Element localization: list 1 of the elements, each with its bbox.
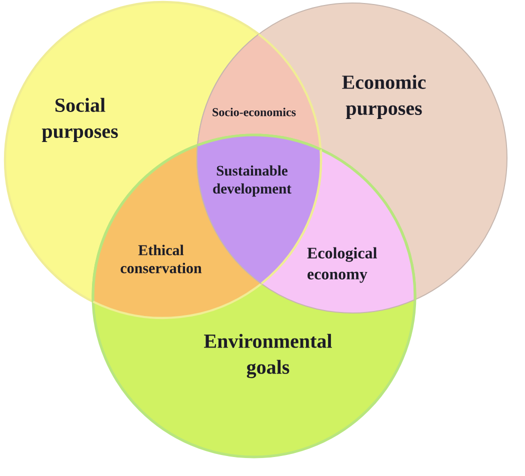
overlap-region: Socio-economics xyxy=(197,33,322,151)
